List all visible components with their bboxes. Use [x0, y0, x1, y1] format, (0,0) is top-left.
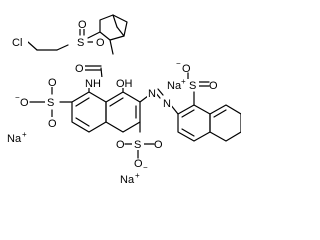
atom-o-minus-bottom: O	[134, 158, 143, 170]
atom-labels: Cl S O O O NH OH O − S O O N N − O S O S…	[11, 19, 218, 172]
atom-nh: NH	[85, 78, 101, 90]
atom-o-sulfonyl-1: O	[78, 19, 87, 31]
molecule-svg: Cl S O O O NH OH O − S O O N N − O S O S…	[7, 14, 241, 186]
bond-cl-c	[27, 41, 38, 51]
atom-s-bottom: S	[134, 139, 141, 151]
na-ion-1-charge: +	[181, 77, 186, 86]
atom-cl: Cl	[12, 37, 22, 49]
atom-o-top: O	[209, 80, 218, 92]
bond-cage-carbonyl	[109, 39, 114, 55]
atom-oh: OH	[116, 78, 133, 90]
na-ion-3-charge: +	[135, 171, 140, 180]
bond-cage-s	[87, 31, 101, 39]
azo-bond-b	[157, 88, 164, 96]
bond-c-n-chain	[56, 44, 69, 51]
na-ion-2: Na	[7, 133, 22, 145]
ring-left-double-2	[75, 117, 90, 127]
atom-n-azo-2: N	[163, 98, 171, 110]
ring2-double-1	[181, 109, 195, 118]
norbornane-bridge-a	[112, 14, 118, 28]
bond-ring-azo	[139, 95, 149, 103]
structure-diagram: Cl S O O O NH OH O − S O O N N − O S O S…	[7, 14, 241, 186]
ring-right-double-1	[109, 97, 124, 107]
charge-minus-bottom: −	[143, 163, 148, 172]
atom-o-minus-left: O	[20, 97, 29, 109]
atom-o-bottom-1: O	[116, 139, 125, 151]
ring-left-double-1	[75, 97, 90, 107]
counterions: Na + Na + Na +	[7, 77, 186, 186]
na-ion-2-charge: +	[22, 130, 27, 139]
atom-n-azo-1: N	[148, 88, 156, 100]
atom-s-top: S	[189, 80, 196, 92]
atom-o-bottom-2: O	[154, 139, 163, 151]
atom-s-left: S	[47, 97, 54, 109]
ring2-double-2	[181, 128, 195, 137]
atom-o-sulfonyl-2: O	[96, 37, 105, 49]
atom-s-sulfonyl: S	[77, 37, 84, 49]
na-ion-3: Na	[120, 174, 135, 186]
bond-c-n-amide	[100, 67, 103, 79]
charge-minus-left: −	[15, 93, 20, 102]
norbornane-bridge-b	[116, 26, 125, 37]
atom-o-carbonyl: O	[75, 63, 84, 75]
atom-o-minus-top: O	[182, 63, 191, 75]
atom-o-left-1: O	[48, 77, 57, 89]
na-ion-1: Na	[167, 80, 182, 92]
charge-minus-top: −	[176, 59, 181, 68]
ring2-double-3	[213, 109, 227, 118]
atom-o-left-2: O	[48, 118, 57, 130]
naphthalene2-ring-right	[209, 104, 241, 142]
